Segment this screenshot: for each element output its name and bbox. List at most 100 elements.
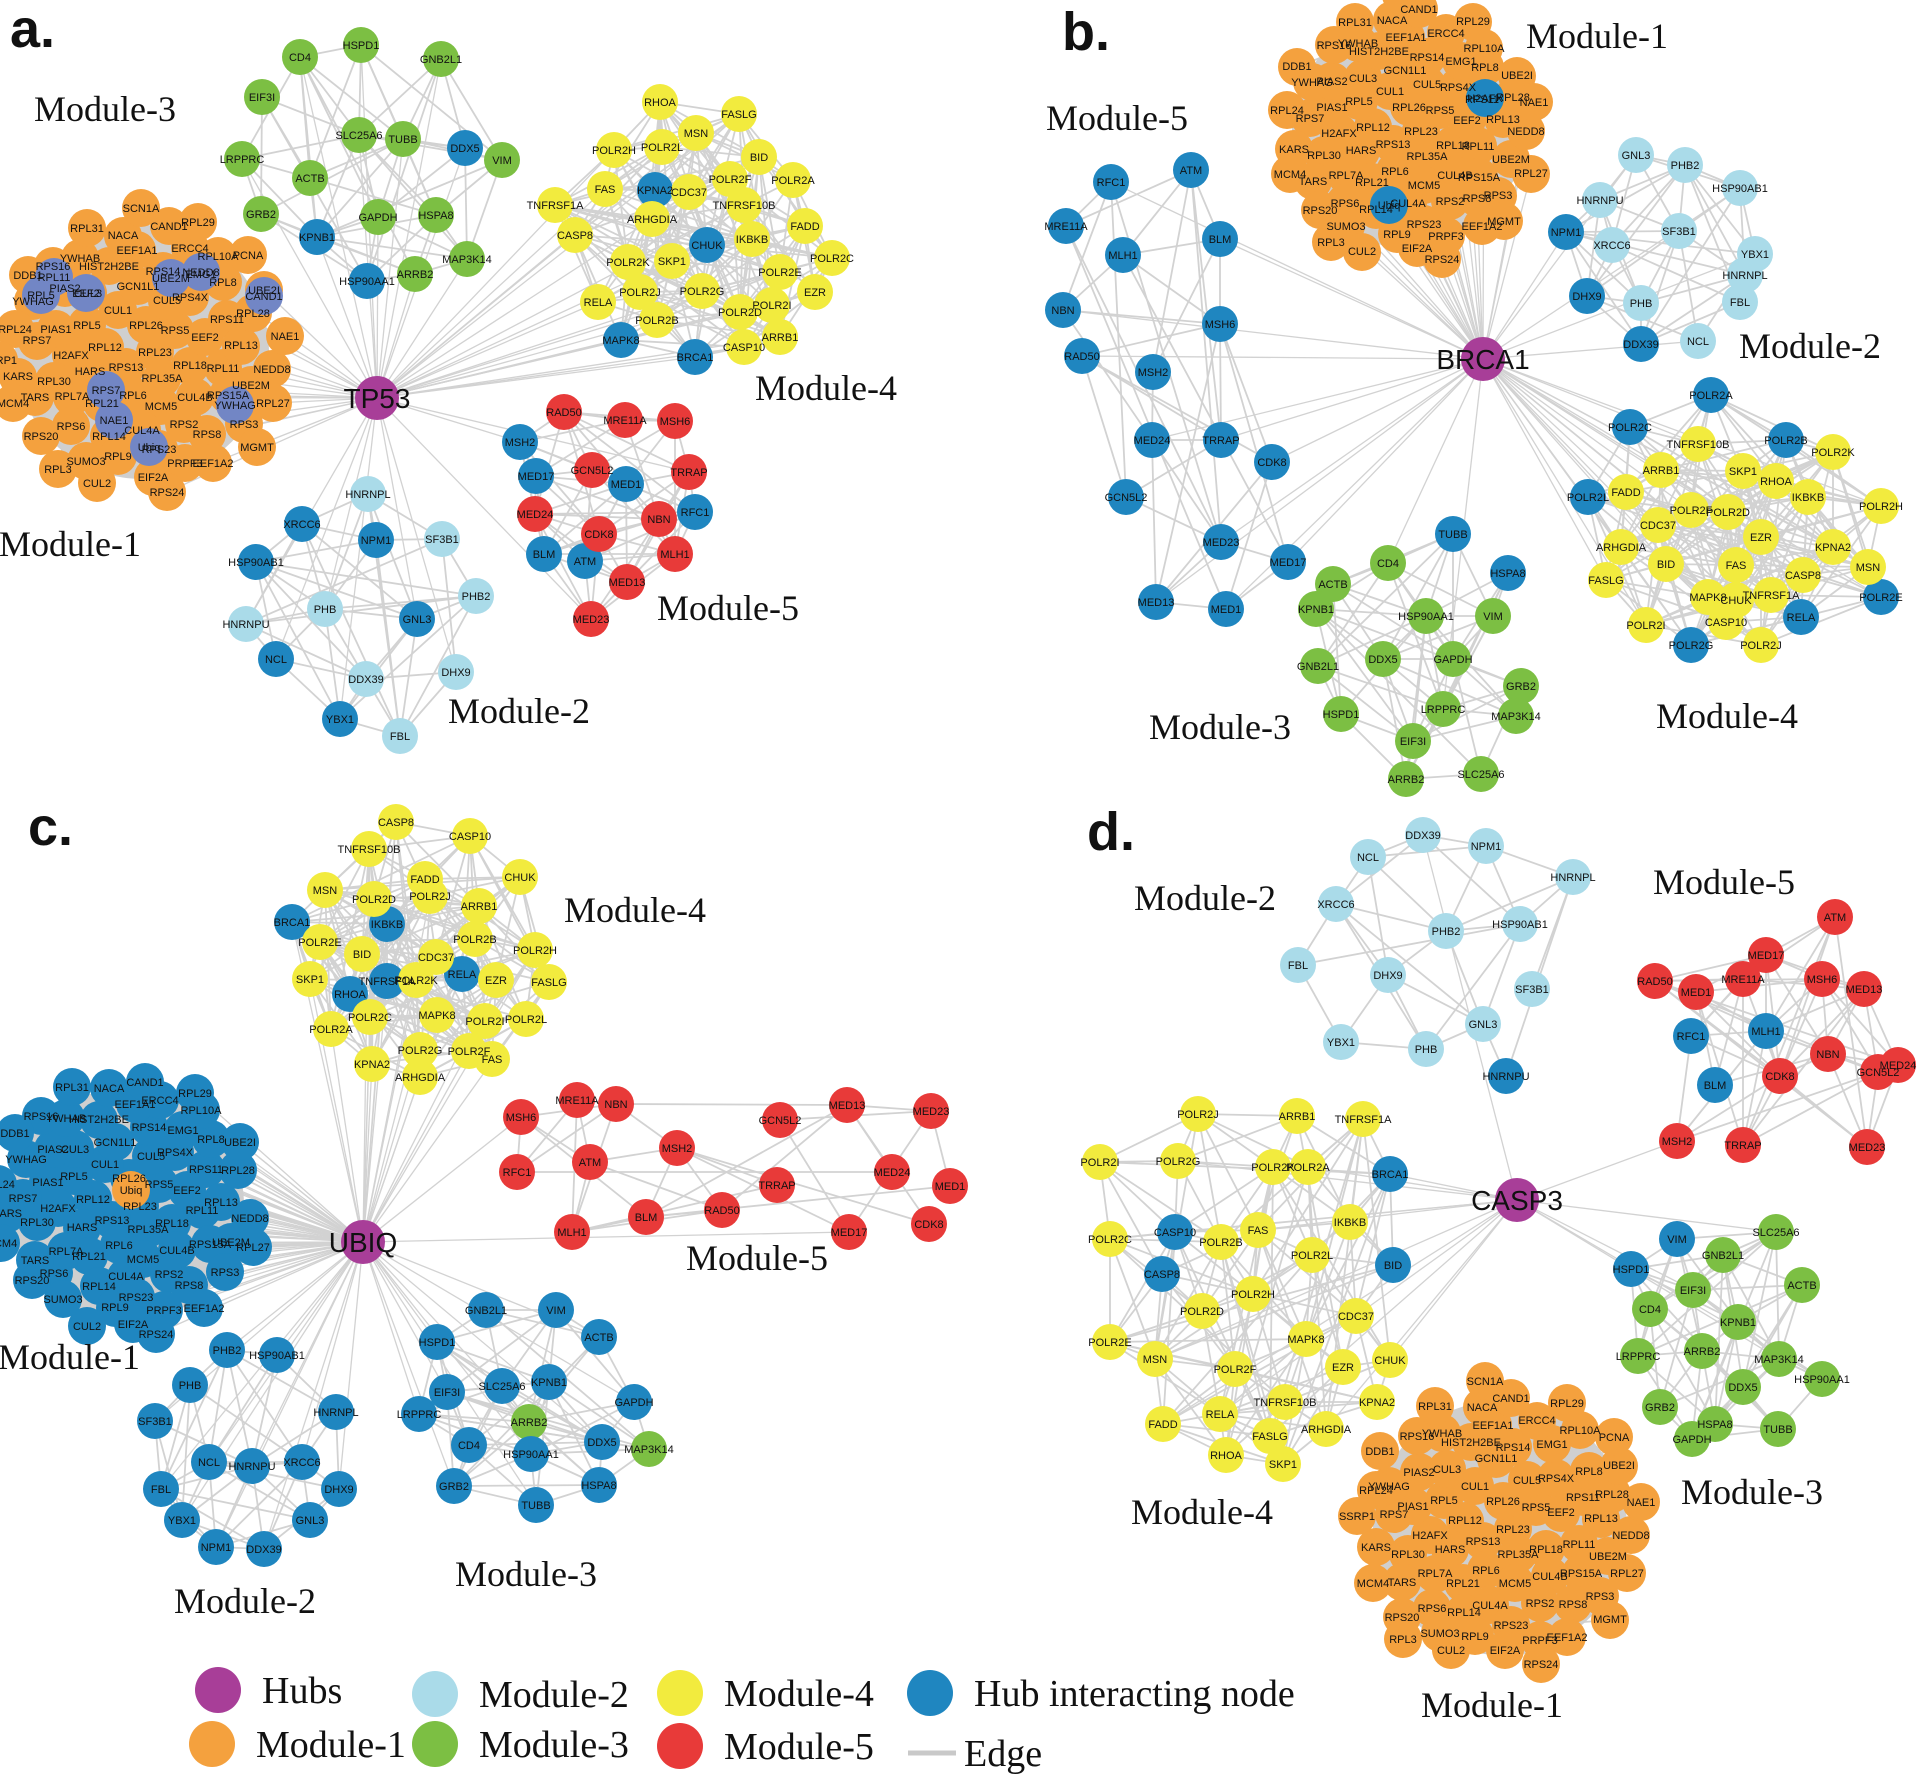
svg-text:Module-4: Module-4 (1656, 696, 1798, 736)
svg-text:RPL7A: RPL7A (1329, 170, 1365, 182)
svg-text:RPL21: RPL21 (85, 398, 119, 410)
svg-text:Module-4: Module-4 (564, 890, 706, 930)
svg-text:RPL23: RPL23 (1496, 1524, 1530, 1536)
svg-text:TNFRSF10B: TNFRSF10B (338, 844, 401, 856)
svg-text:YWHAG: YWHAG (214, 400, 256, 412)
svg-text:RPL6: RPL6 (1381, 166, 1409, 178)
svg-text:BID: BID (750, 152, 768, 164)
svg-text:SUMO3: SUMO3 (1420, 1628, 1459, 1640)
svg-text:TP53: TP53 (344, 383, 411, 414)
svg-text:KPNB1: KPNB1 (299, 232, 335, 244)
svg-text:MSH6: MSH6 (660, 416, 691, 428)
svg-text:POLR2E: POLR2E (1088, 1337, 1131, 1349)
svg-text:POLR2G: POLR2G (680, 286, 725, 298)
svg-text:CUL3: CUL3 (1349, 73, 1377, 85)
svg-text:HNRNPU: HNRNPU (222, 619, 269, 631)
svg-text:RPL26: RPL26 (129, 320, 163, 332)
svg-text:YBX1: YBX1 (168, 1515, 196, 1527)
svg-text:HSPD1: HSPD1 (343, 40, 380, 52)
svg-text:RPS5: RPS5 (161, 325, 190, 337)
svg-text:POLR2H: POLR2H (1231, 1289, 1275, 1301)
svg-text:EMG1: EMG1 (1536, 1439, 1567, 1451)
svg-text:d.: d. (1087, 802, 1135, 862)
svg-text:GNL3: GNL3 (1469, 1019, 1498, 1031)
svg-text:H2AFX: H2AFX (1412, 1530, 1448, 1542)
svg-text:FBL: FBL (151, 1484, 171, 1496)
svg-text:CUL4B: CUL4B (1532, 1571, 1567, 1583)
svg-text:MCM5: MCM5 (1499, 1578, 1531, 1590)
svg-text:SKP1: SKP1 (1269, 1459, 1297, 1471)
svg-text:RAD50: RAD50 (704, 1205, 739, 1217)
svg-text:RPL6: RPL6 (1472, 1565, 1500, 1577)
svg-text:TARS: TARS (21, 1255, 50, 1267)
svg-text:GCN1L1: GCN1L1 (117, 281, 160, 293)
svg-text:CHUK: CHUK (1374, 1355, 1406, 1367)
svg-text:RFC1: RFC1 (1677, 1031, 1706, 1043)
svg-text:CUL4B: CUL4B (159, 1245, 194, 1257)
svg-text:GAPDH: GAPDH (1672, 1434, 1711, 1446)
svg-text:IKBKB: IKBKB (1792, 492, 1824, 504)
svg-text:MAPK8: MAPK8 (1689, 592, 1726, 604)
svg-text:CDK8: CDK8 (914, 1219, 943, 1231)
svg-text:H2AFX: H2AFX (1321, 128, 1357, 140)
svg-text:Module-3: Module-3 (479, 1724, 629, 1766)
svg-text:RPL5: RPL5 (27, 290, 55, 302)
svg-text:PHB2: PHB2 (213, 1345, 242, 1357)
svg-text:RPS5: RPS5 (145, 1179, 174, 1191)
svg-text:MED24: MED24 (1134, 435, 1171, 447)
svg-text:NBN: NBN (1816, 1049, 1839, 1061)
svg-text:XRCC6: XRCC6 (283, 519, 320, 531)
svg-text:EMG1: EMG1 (167, 1125, 198, 1137)
svg-text:NPM1: NPM1 (1471, 841, 1502, 853)
svg-text:TUBB: TUBB (388, 134, 417, 146)
svg-text:ARRB2: ARRB2 (1684, 1346, 1721, 1358)
svg-text:PIAS1: PIAS1 (1316, 102, 1347, 114)
svg-text:NCL: NCL (1687, 336, 1709, 348)
svg-text:RPS11: RPS11 (210, 314, 244, 326)
svg-text:MED24: MED24 (517, 509, 554, 521)
svg-text:DDX39: DDX39 (1623, 339, 1658, 351)
svg-text:CUL5: CUL5 (1413, 79, 1441, 91)
svg-text:IKBKB: IKBKB (371, 919, 403, 931)
svg-text:MED17: MED17 (518, 471, 555, 483)
svg-text:ATM: ATM (579, 1157, 601, 1169)
svg-text:POLR2H: POLR2H (1859, 501, 1903, 513)
svg-text:SUMO3: SUMO3 (66, 456, 105, 468)
svg-text:RPL7A: RPL7A (49, 1246, 85, 1258)
svg-text:Module-2: Module-2 (174, 1581, 316, 1621)
svg-text:GCN5L2: GCN5L2 (571, 465, 614, 477)
svg-text:RPL28: RPL28 (221, 1165, 255, 1177)
svg-text:RPL30: RPL30 (1307, 150, 1341, 162)
svg-text:DDX39: DDX39 (348, 674, 383, 686)
svg-text:HSPD1: HSPD1 (1613, 1264, 1650, 1276)
svg-text:SLC25A6: SLC25A6 (335, 130, 382, 142)
svg-text:HSP90AA1: HSP90AA1 (1398, 611, 1454, 623)
svg-text:KPNA2: KPNA2 (1359, 1397, 1395, 1409)
svg-text:HSP90AB1: HSP90AB1 (1492, 919, 1548, 931)
svg-text:RPL28: RPL28 (236, 308, 270, 320)
svg-text:PHB: PHB (1415, 1044, 1438, 1056)
svg-text:RPL21: RPL21 (1446, 1578, 1480, 1590)
svg-text:CUL4B: CUL4B (177, 392, 212, 404)
svg-text:RPL29: RPL29 (178, 1088, 212, 1100)
svg-text:RPL29: RPL29 (1550, 1398, 1584, 1410)
svg-text:CUL4B: CUL4B (1437, 170, 1472, 182)
svg-text:PCNA: PCNA (233, 250, 264, 262)
svg-text:TUBB: TUBB (1763, 1424, 1792, 1436)
svg-text:HSPD1: HSPD1 (419, 1337, 456, 1349)
svg-text:BID: BID (1657, 559, 1675, 571)
svg-text:CAND1: CAND1 (1492, 1393, 1529, 1405)
svg-text:PIAS1: PIAS1 (40, 324, 71, 336)
svg-text:MSH6: MSH6 (506, 1112, 537, 1124)
svg-text:HSP90AB1: HSP90AB1 (228, 557, 284, 569)
svg-text:KPNA2: KPNA2 (637, 185, 673, 197)
svg-text:RPL5: RPL5 (73, 320, 101, 332)
svg-text:MGMT: MGMT (1593, 1614, 1627, 1626)
svg-text:RPL13: RPL13 (204, 1197, 238, 1209)
svg-text:RPL26: RPL26 (1392, 102, 1426, 114)
svg-text:RPS15A: RPS15A (207, 390, 250, 402)
svg-text:CDK8: CDK8 (584, 529, 613, 541)
svg-text:CUL5: CUL5 (153, 295, 181, 307)
svg-text:UBE2M: UBE2M (232, 380, 270, 392)
svg-text:RELA: RELA (1787, 612, 1816, 624)
